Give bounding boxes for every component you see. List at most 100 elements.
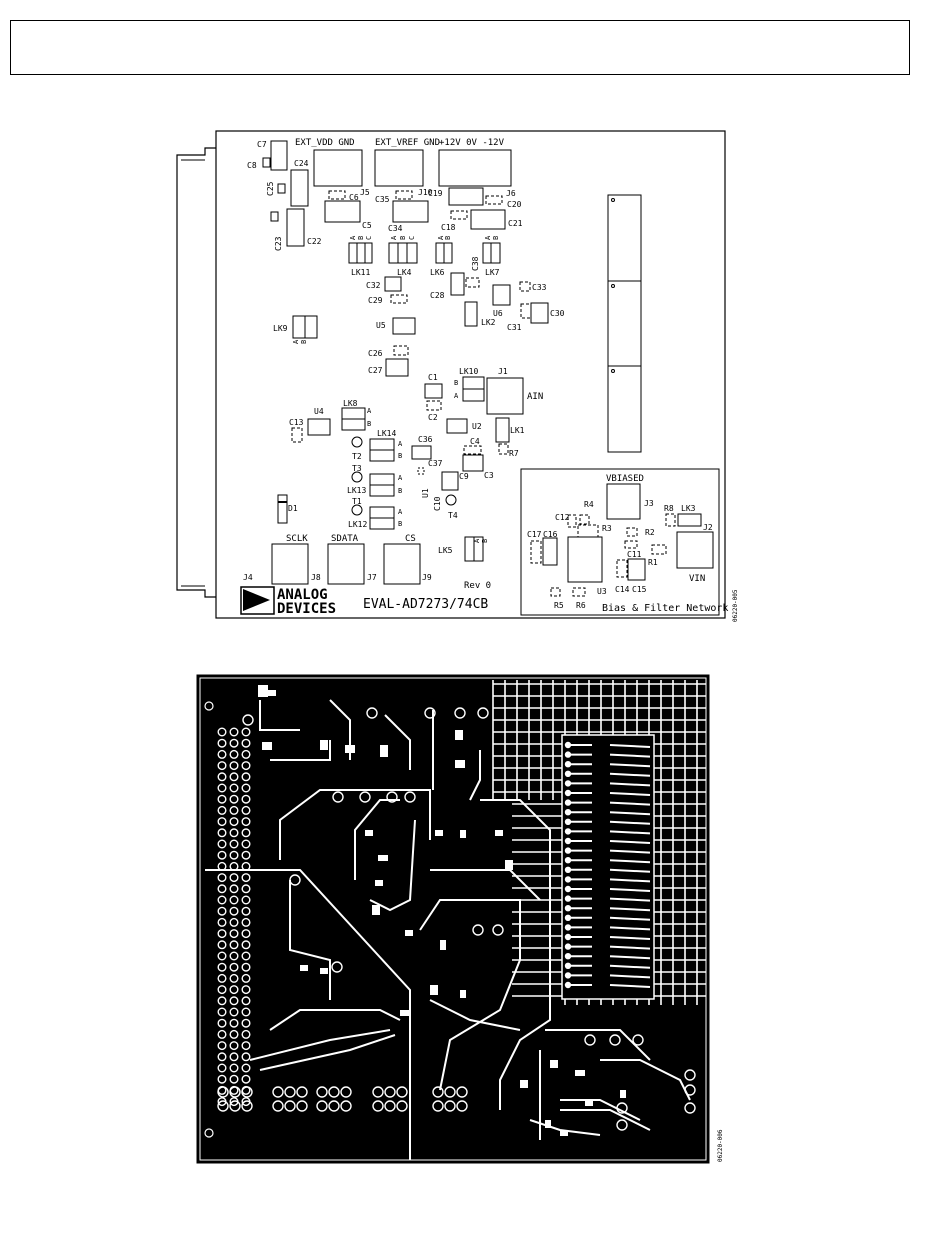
connector-label: EXT_VDD GND (295, 138, 355, 148)
via-pad (332, 791, 344, 803)
jumper-position-label: C (408, 236, 416, 240)
component-label: U1 (421, 488, 430, 498)
smd-pad (262, 742, 272, 750)
jumper-position-label: A (390, 235, 398, 240)
connector-pad (241, 1063, 251, 1073)
component-label: J2 (703, 523, 713, 532)
jumper-position-label: A (398, 474, 403, 482)
smd-pad (430, 985, 438, 995)
chip-trace (609, 964, 651, 969)
connector-pad (229, 772, 239, 782)
component-label: C21 (508, 219, 523, 228)
connector-pad (229, 906, 239, 916)
connector-pad (241, 794, 251, 804)
chip-pad (564, 953, 572, 960)
component-label: C13 (289, 418, 304, 427)
component-label: R4 (584, 500, 594, 509)
connector-pad (241, 940, 251, 950)
component-label: C36 (418, 435, 433, 444)
connector-pad (229, 850, 239, 860)
jumper-position-label: C (365, 236, 373, 240)
component-label: LK7 (485, 268, 500, 277)
connector-pad (241, 817, 251, 827)
connector-pad (229, 783, 239, 793)
component-label: C8 (247, 161, 257, 170)
connector-pad (217, 906, 227, 916)
connector-pad (217, 996, 227, 1006)
chip-trace (609, 849, 651, 854)
terminal-block-j6 (438, 149, 512, 187)
connector-pad (241, 884, 251, 894)
chip-trace (609, 859, 651, 864)
connector-pad (229, 940, 239, 950)
connector-pad (241, 996, 251, 1006)
header-pad (340, 1086, 352, 1098)
connector-pad (241, 973, 251, 983)
component-label: C38 (471, 256, 480, 271)
bias-filter-network-label: Bias & Filter Network (602, 603, 728, 614)
connector-pad (229, 828, 239, 838)
board-title: EVAL-AD7273/74CB (363, 597, 488, 612)
smd-pad (380, 745, 388, 757)
chip-pad (564, 962, 572, 969)
smd-pad (365, 830, 373, 836)
connector-pad (217, 749, 227, 759)
connector-pad (217, 761, 227, 771)
via-pad (492, 924, 504, 936)
via-pad (616, 1119, 628, 1131)
component-label: R7 (509, 449, 519, 458)
connector-pad (217, 839, 227, 849)
component-label: LK12 (348, 520, 367, 529)
connector-pad (217, 1074, 227, 1084)
component-label: C31 (507, 323, 522, 332)
header-pad (396, 1100, 408, 1112)
component-label: R6 (576, 601, 586, 610)
connector-pad (229, 895, 239, 905)
chip-pad (564, 780, 572, 787)
component-label: C19 (428, 189, 443, 198)
chip-trace (609, 897, 651, 902)
component-label: C33 (532, 283, 547, 292)
component-label: LK6 (430, 268, 445, 277)
component-label: C35 (375, 195, 390, 204)
logo-text-analog: ANALOG (277, 587, 328, 603)
connector-pad (229, 917, 239, 927)
connector-pad (229, 738, 239, 748)
jumper-position-label: A (437, 235, 445, 240)
chip-trace (609, 811, 651, 816)
connector-pad (217, 1052, 227, 1062)
jumper-position-label: A (398, 440, 403, 448)
component-label: C26 (368, 349, 383, 358)
component-label: C12 (555, 513, 570, 522)
connector-pad (241, 1007, 251, 1017)
component-label: C22 (307, 237, 322, 246)
component-label: U6 (493, 309, 503, 318)
connector-label: SDATA (331, 534, 359, 544)
component-label: J1 (498, 367, 508, 376)
component-label: LK10 (459, 367, 478, 376)
header-pad (241, 1086, 253, 1098)
jumper-position-label: A (484, 235, 492, 240)
component-label: LK4 (397, 268, 412, 277)
via-pad (684, 1102, 696, 1114)
jumper-position-label: B (398, 452, 402, 460)
jumper-position-label: A (349, 235, 357, 240)
connector-pad (241, 1041, 251, 1051)
connector-pad (229, 985, 239, 995)
component-label: C5 (362, 221, 372, 230)
connector-pad (229, 817, 239, 827)
connector-pad (241, 772, 251, 782)
chip-trace (609, 916, 651, 921)
connector-pad (241, 962, 251, 972)
component-label: C16 (543, 530, 558, 539)
header-pad (384, 1100, 396, 1112)
connector-pad (217, 850, 227, 860)
smd-pad (495, 830, 503, 836)
connector-pad (217, 1007, 227, 1017)
jumper-position-label: B (444, 236, 452, 240)
smd-pad (320, 968, 328, 974)
header-pad (316, 1100, 328, 1112)
component-label: J4 (243, 573, 253, 582)
connector-pad (217, 985, 227, 995)
